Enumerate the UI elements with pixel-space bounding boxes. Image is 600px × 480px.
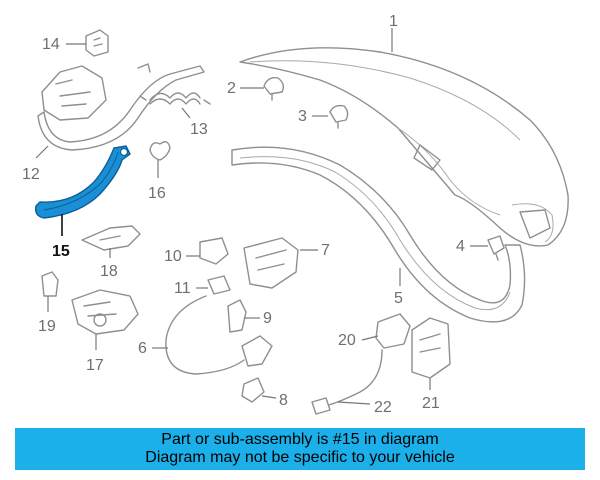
part-handle-bracket bbox=[241, 335, 273, 367]
callout-labels: 1 2 3 4 5 6 7 8 9 10 11 12 13 14 15 16 1… bbox=[22, 13, 465, 416]
callout-8: 8 bbox=[279, 392, 288, 409]
info-banner: Part or sub-assembly is #15 in diagram D… bbox=[15, 428, 585, 470]
callout-10: 10 bbox=[164, 248, 182, 265]
callout-1: 1 bbox=[389, 13, 398, 30]
part-15-trunk-arm bbox=[34, 145, 131, 219]
part-13-spring bbox=[139, 92, 211, 105]
part-2-bumper bbox=[263, 76, 285, 101]
part-22-harness bbox=[311, 349, 383, 415]
callout-16: 16 bbox=[148, 185, 166, 202]
part-14-clip bbox=[85, 29, 109, 57]
callout-13: 13 bbox=[190, 121, 208, 138]
part-9-handle bbox=[227, 299, 247, 333]
callout-12: 12 bbox=[22, 166, 40, 183]
part-11-connector bbox=[207, 275, 231, 295]
part-21-latch-motor bbox=[411, 317, 451, 379]
part-1-trunk-lid bbox=[239, 47, 569, 247]
callout-19: 19 bbox=[38, 318, 56, 335]
callout-3: 3 bbox=[298, 108, 307, 125]
part-10-actuator bbox=[199, 237, 229, 265]
callout-17: 17 bbox=[86, 357, 104, 374]
callout-22: 22 bbox=[374, 399, 392, 416]
callout-21: 21 bbox=[422, 395, 440, 412]
callout-15: 15 bbox=[52, 243, 70, 260]
part-19-clip bbox=[41, 271, 59, 297]
part-20-switch-housing bbox=[375, 313, 411, 349]
leader-lines bbox=[35, 28, 488, 405]
part-16-bracket bbox=[149, 141, 171, 161]
part-7-cover bbox=[243, 237, 299, 289]
part-3-bumper bbox=[329, 104, 349, 129]
banner-line-2: Diagram may not be specific to your vehi… bbox=[145, 449, 455, 466]
callout-11: 11 bbox=[174, 280, 191, 297]
callout-20: 20 bbox=[338, 332, 356, 349]
callout-18: 18 bbox=[100, 263, 118, 280]
callout-2: 2 bbox=[227, 80, 236, 97]
part-17-latch bbox=[71, 289, 139, 335]
callout-7: 7 bbox=[321, 242, 330, 259]
callout-9: 9 bbox=[263, 310, 272, 327]
callout-6: 6 bbox=[138, 340, 147, 357]
callout-4: 4 bbox=[456, 238, 465, 255]
callout-14: 14 bbox=[42, 36, 60, 53]
callout-5: 5 bbox=[394, 290, 403, 307]
part-5-weatherstrip bbox=[231, 146, 526, 323]
part-8-clip bbox=[241, 377, 265, 403]
part-6-cable bbox=[165, 295, 245, 375]
banner-line-1: Part or sub-assembly is #15 in diagram bbox=[161, 431, 439, 448]
part-4-switch bbox=[487, 235, 505, 261]
part-12-hinge bbox=[37, 63, 205, 151]
part-18-bracket bbox=[81, 225, 141, 251]
